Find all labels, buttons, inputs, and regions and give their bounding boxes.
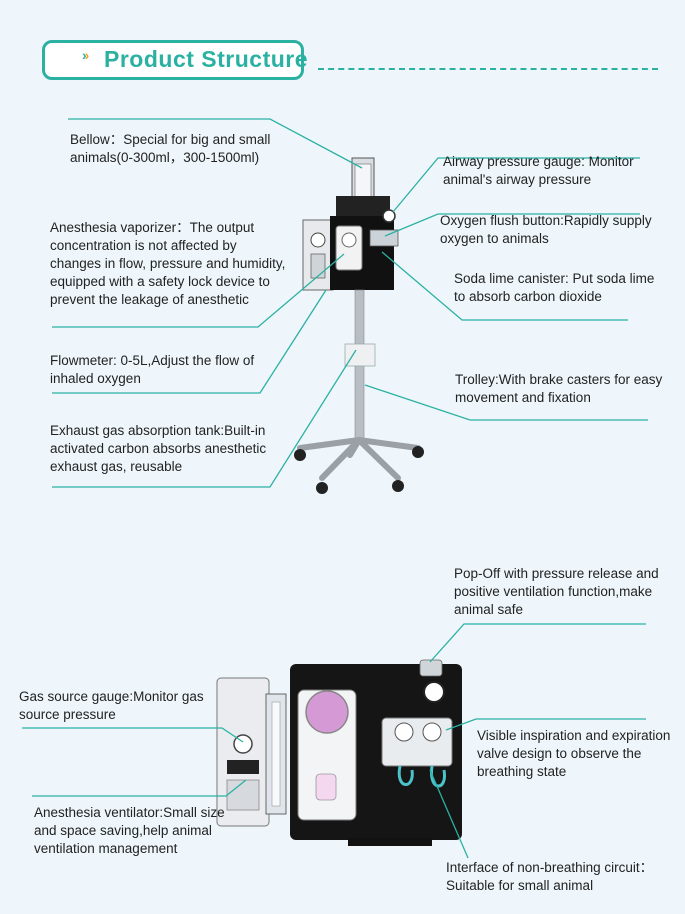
callout-trolley: Trolley:With brake casters for easy move… — [455, 372, 663, 405]
header-frame — [42, 40, 304, 80]
callout-exhaust-gas-absorption-tank: Exhaust gas absorption tank:Built-in act… — [50, 423, 267, 474]
page-title: Product Structure — [104, 46, 309, 72]
callout-airway-pressure-gauge: Airway pressure gauge: Monitor animal's … — [443, 154, 634, 187]
callout-bellow: Bellow：Special for big and small animals… — [70, 132, 271, 165]
anesthesia-ventilator-bottom — [216, 659, 462, 846]
callout-anesthesia-ventilator: Anesthesia ventilator:Small size and spa… — [34, 805, 225, 856]
arrow-icon: ›› — [82, 47, 89, 63]
header-divider — [318, 68, 658, 70]
callout-oxygen-flush-button: Oxygen flush button:Rapidly supply oxyge… — [440, 213, 652, 246]
callout-non-breathing-circuit: Interface of non-breathing circuit： Suit… — [446, 860, 654, 893]
callout-flowmeter: Flowmeter: 0-5L,Adjust the flow of inhal… — [50, 353, 255, 386]
callout-gas-source-gauge: Gas source gauge:Monitor gas source pres… — [19, 689, 204, 722]
leader-lines-top — [52, 118, 648, 488]
callout-anesthesia-vaporizer: Anesthesia vaporizer：The output concentr… — [50, 220, 286, 307]
leader-lines-bottom — [22, 623, 646, 859]
callout-soda-lime-canister: Soda lime canister: Put soda lime to abs… — [454, 271, 655, 304]
callout-valve-design: Visible inspiration and expiration valve… — [477, 728, 671, 779]
anesthesia-machine-top — [294, 157, 424, 494]
callout-pop-off: Pop-Off with pressure release and positi… — [454, 566, 659, 617]
